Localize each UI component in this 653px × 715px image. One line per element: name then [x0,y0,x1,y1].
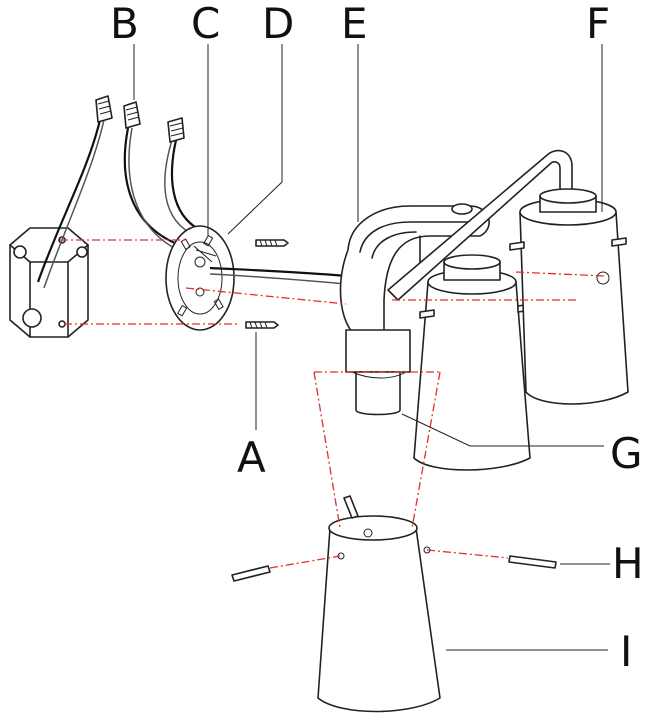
label-c: C [191,0,220,48]
label-e: E [341,0,368,48]
junction-box [9,227,89,338]
arm-feed-wire [209,266,347,278]
bottom-shade [317,515,441,713]
label-h: H [612,539,644,588]
label-g: G [610,429,643,478]
mounting-plate [165,225,235,331]
right-shade [509,188,629,405]
label-d: D [262,0,294,48]
mounting-screws [245,239,289,329]
label-a: A [237,433,266,482]
label-i: I [620,627,632,676]
alignment-guides [60,239,605,569]
shade-pins [231,495,557,582]
leader-lines [133,44,610,651]
fixture-arm [339,149,573,416]
label-b: B [110,0,139,48]
wires-and-connectors [36,95,201,289]
arm-feed-wire-2 [209,273,347,285]
label-f: F [586,0,610,48]
